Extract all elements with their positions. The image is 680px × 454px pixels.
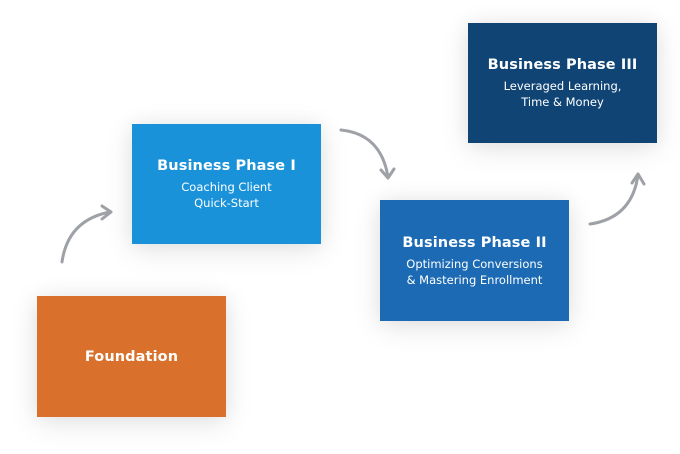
arrow-phase1-to-phase2 (339, 128, 390, 179)
business-phase-3-box: Business Phase III Leveraged Learning, T… (468, 23, 657, 143)
business-phase-3-description: Leveraged Learning, Time & Money (504, 78, 622, 110)
business-phase-2-description-line: Optimizing Conversions (406, 256, 543, 271)
business-phase-1-description-line: Coaching Client (181, 180, 272, 194)
business-phase-2-description-line: & Mastering Enrollment (406, 272, 543, 287)
arrowhead-foundation-to-phase1 (100, 204, 113, 221)
business-phase-3-description-line: Time & Money (521, 95, 604, 109)
arrowhead-phase2-to-phase3 (630, 172, 646, 186)
foundation-title: Foundation (84, 348, 179, 365)
business-phase-1-description: Coaching Client Quick-Start (181, 179, 271, 211)
business-phase-2-title: Business Phase II (402, 234, 547, 251)
business-phase-1-box: Business Phase I Coaching Client Quick-S… (132, 124, 321, 244)
business-phase-2-description: Optimizing Conversions & Mastering Enrol… (406, 256, 542, 288)
arrow-foundation-to-phase1 (60, 210, 112, 264)
business-phase-3-title: Business Phase III (487, 57, 638, 73)
business-phase-3-description-line: Leveraged Learning, (503, 79, 622, 93)
business-phase-2-box: Business Phase II Optimizing Conversions… (380, 200, 569, 321)
arrow-phase2-to-phase3 (588, 173, 640, 226)
foundation-box: Foundation (37, 296, 226, 417)
arrowhead-phase1-to-phase2 (379, 167, 396, 180)
business-phase-1-title: Business Phase I (157, 158, 296, 174)
business-phase-1-description-line: Quick-Start (194, 196, 259, 210)
